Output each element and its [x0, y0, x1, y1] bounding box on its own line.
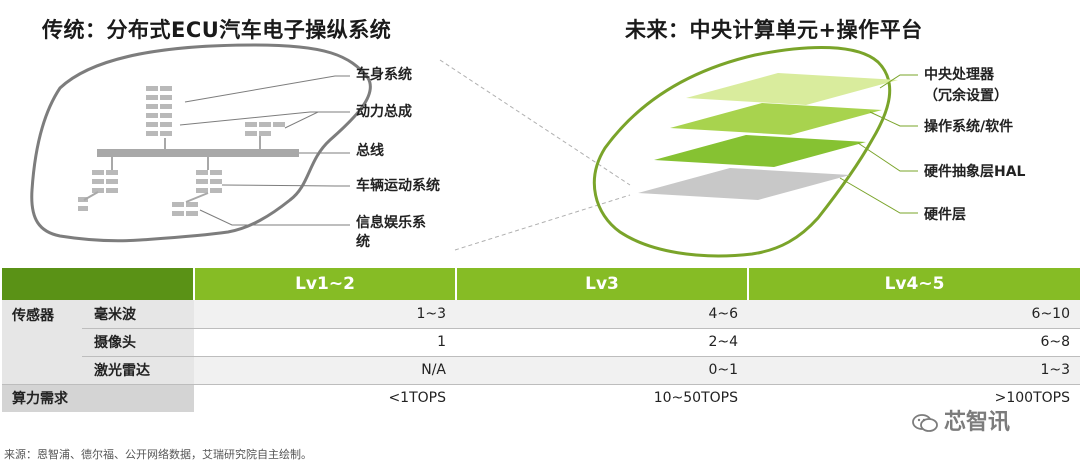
table-row: 激光雷达 N/A 0~1 1~3	[2, 356, 1080, 385]
label-hardware: 硬件层	[924, 207, 966, 223]
watermark: 芯智讯	[912, 404, 1010, 436]
table-row: 传感器 毫米波 1~3 4~6 6~10	[2, 300, 1080, 385]
central-car-outline	[592, 45, 892, 258]
left-leader-lines	[179, 75, 350, 226]
cell: 6~8	[748, 328, 1080, 357]
header-lv1-2: Lv1~2	[193, 268, 456, 300]
layer-os	[670, 103, 882, 135]
layer-hardware	[638, 168, 850, 200]
row-label: 激光雷达	[82, 356, 194, 385]
cell: <1TOPS	[194, 384, 456, 412]
compute-label: 算力需求	[2, 384, 194, 412]
comparison-table: Lv1~2 Lv3 Lv4~5 传感器 毫米波 1~3 4~6 6~10 摄像头…	[2, 268, 1080, 412]
table-row: 摄像头 1 2~4 6~8	[2, 328, 1080, 357]
architecture-diagram	[30, 43, 918, 258]
header-lv4-5: Lv4~5	[747, 268, 1080, 300]
row-label: 摄像头	[82, 328, 194, 357]
cell: 2~4	[456, 328, 748, 357]
label-infotainment-1: 信息娱乐系	[356, 215, 426, 231]
sensor-group-label: 传感器	[2, 300, 82, 385]
label-bus: 总线	[356, 143, 384, 159]
cell: 1~3	[194, 300, 456, 329]
row-label: 毫米波	[82, 300, 194, 329]
layer-hal	[654, 135, 866, 167]
ecu-clusters	[78, 86, 285, 216]
label-cpu: 中央处理器	[924, 67, 994, 83]
cell: 1	[194, 328, 456, 357]
label-powertrain: 动力总成	[356, 104, 412, 120]
table-row: 算力需求 <1TOPS 10~50TOPS >100TOPS	[2, 384, 1080, 412]
label-infotainment-2: 统	[356, 234, 370, 250]
source-footer: 来源：恩智浦、德尔福、公开网络数据，艾瑞研究院自主绘制。	[4, 448, 312, 461]
table-header-row: Lv1~2 Lv3 Lv4~5	[2, 268, 1080, 300]
watermark-text: 芯智讯	[944, 410, 1011, 435]
wechat-icon	[912, 414, 938, 432]
cell: 10~50TOPS	[456, 384, 748, 412]
ecu-connectors	[83, 136, 261, 203]
header-lv3: Lv3	[455, 268, 748, 300]
layer-cpu	[686, 73, 898, 105]
cell: 1~3	[748, 356, 1080, 385]
cell: 0~1	[456, 356, 748, 385]
label-cpu-redundant: （冗余设置）	[924, 88, 1008, 104]
ecu-car-outline	[30, 43, 372, 243]
right-title: 未来：中央计算单元+操作平台	[625, 18, 923, 42]
right-leader-lines	[839, 74, 918, 214]
cell: 6~10	[748, 300, 1080, 329]
label-os: 操作系统/软件	[924, 119, 1014, 135]
cell: 4~6	[456, 300, 748, 329]
label-vehicle-motion: 车辆运动系统	[356, 178, 440, 194]
header-blank	[2, 268, 194, 300]
cell: >100TOPS	[748, 384, 1080, 412]
cell: N/A	[194, 356, 456, 385]
label-hal: 硬件抽象层HAL	[924, 164, 1026, 180]
bus-bar	[97, 149, 299, 157]
left-title: 传统：分布式ECU汽车电子操纵系统	[42, 18, 392, 42]
label-body-system: 车身系统	[356, 67, 412, 83]
